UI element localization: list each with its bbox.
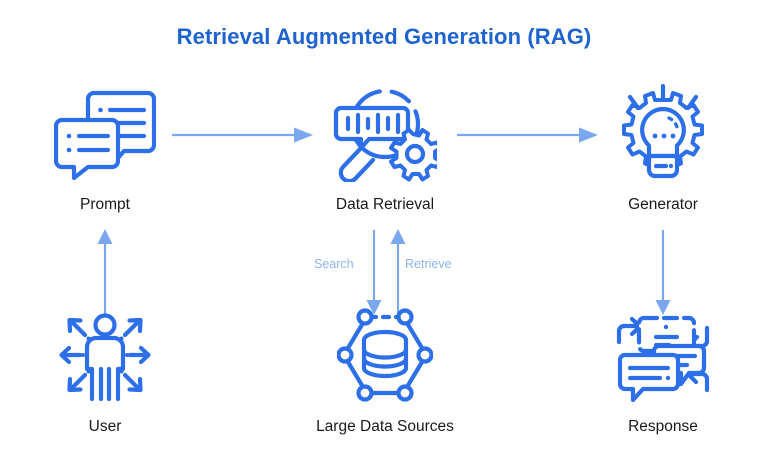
arrow-user-to-prompt [97, 229, 113, 314]
node-prompt[interactable]: Prompt [5, 78, 205, 213]
person-arrows-icon [5, 300, 205, 410]
node-label-user: User [88, 418, 122, 435]
chat-bubbles-icon [5, 78, 205, 188]
node-label-data-retrieval: Data Retrieval [335, 196, 435, 213]
chat-reply-icon [563, 300, 763, 410]
node-data-retrieval[interactable]: Data Retrieval [285, 78, 485, 213]
node-response[interactable]: Response [563, 300, 763, 435]
arrow-retrieval-to-generator [457, 127, 598, 143]
node-user[interactable]: User [5, 300, 205, 435]
magnifier-gear-icon [285, 78, 485, 188]
node-label-large-data-sources: Large Data Sources [316, 418, 454, 435]
arrow-retrieval-to-sources [366, 230, 382, 315]
arrow-sources-to-retrieval [390, 229, 406, 314]
node-label-response: Response [628, 418, 698, 435]
lightbulb-gear-icon [563, 78, 763, 188]
page-title: Retrieval Augmented Generation (RAG) [176, 24, 592, 49]
node-label-prompt: Prompt [80, 196, 130, 213]
node-large-data-sources[interactable]: Large Data Sources [285, 300, 485, 435]
edge-label-retrieve: Retrieve [405, 257, 452, 271]
database-network-icon [285, 300, 485, 410]
edge-label-search: Search [314, 257, 354, 271]
arrow-prompt-to-retrieval [172, 127, 313, 143]
node-generator[interactable]: Generator [563, 78, 763, 213]
arrow-generator-to-response [655, 230, 671, 315]
node-label-generator: Generator [628, 196, 698, 213]
